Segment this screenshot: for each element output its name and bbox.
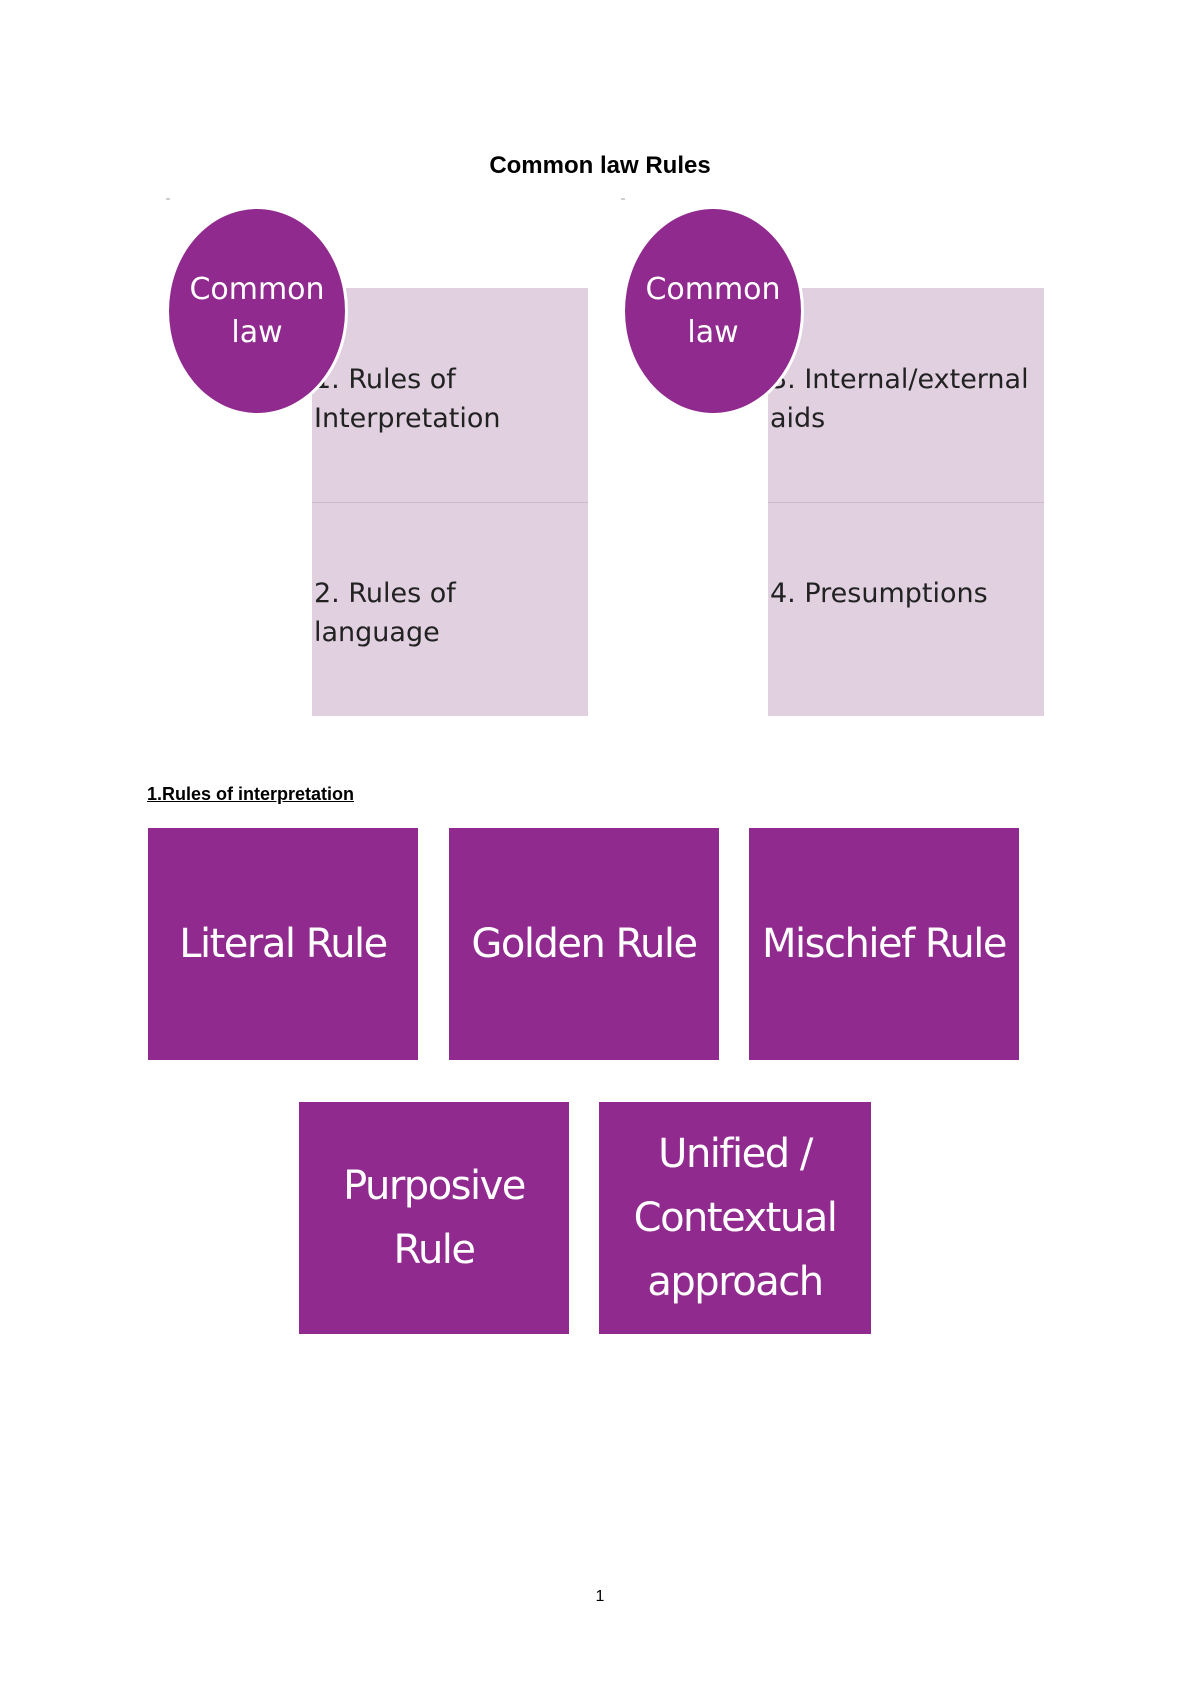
diagram-right: 3. Internal/external aids 4. Presumption…: [622, 206, 1200, 726]
panel-item-internal-external-aids: 3. Internal/external aids: [770, 364, 1029, 434]
golden-rule-box: Golden Rule: [449, 828, 719, 1060]
decorative-mark: [621, 198, 625, 200]
common-law-circle: Common law: [166, 206, 348, 416]
diagram-left: 1. Rules of Interpretation 2. Rules of l…: [166, 206, 1046, 726]
page-title: Common law Rules: [489, 152, 711, 179]
panel-item-presumptions: 4. Presumptions: [770, 578, 988, 609]
section-heading: 1.Rules of interpretation: [147, 784, 355, 804]
literal-rule-box: Literal Rule: [148, 828, 418, 1060]
diagram-left-panel: 1. Rules of Interpretation 2. Rules of l…: [312, 288, 588, 716]
decorative-mark: [166, 198, 170, 200]
panel-item-rules-of-interpretation: 1. Rules of Interpretation: [314, 364, 501, 434]
page-number: 1: [595, 1588, 605, 1605]
panel-divider: [312, 502, 588, 503]
mischief-rule-box: Mischief Rule: [749, 828, 1019, 1060]
panel-item-rules-of-language: 2. Rules of language: [314, 578, 456, 648]
diagram-right-panel: 3. Internal/external aids 4. Presumption…: [768, 288, 1044, 716]
unified-contextual-approach-box: Unified / Contextual approach: [599, 1102, 871, 1334]
common-law-circle: Common law: [622, 206, 804, 416]
purposive-rule-box: Purposive Rule: [299, 1102, 569, 1334]
panel-divider: [768, 502, 1044, 503]
